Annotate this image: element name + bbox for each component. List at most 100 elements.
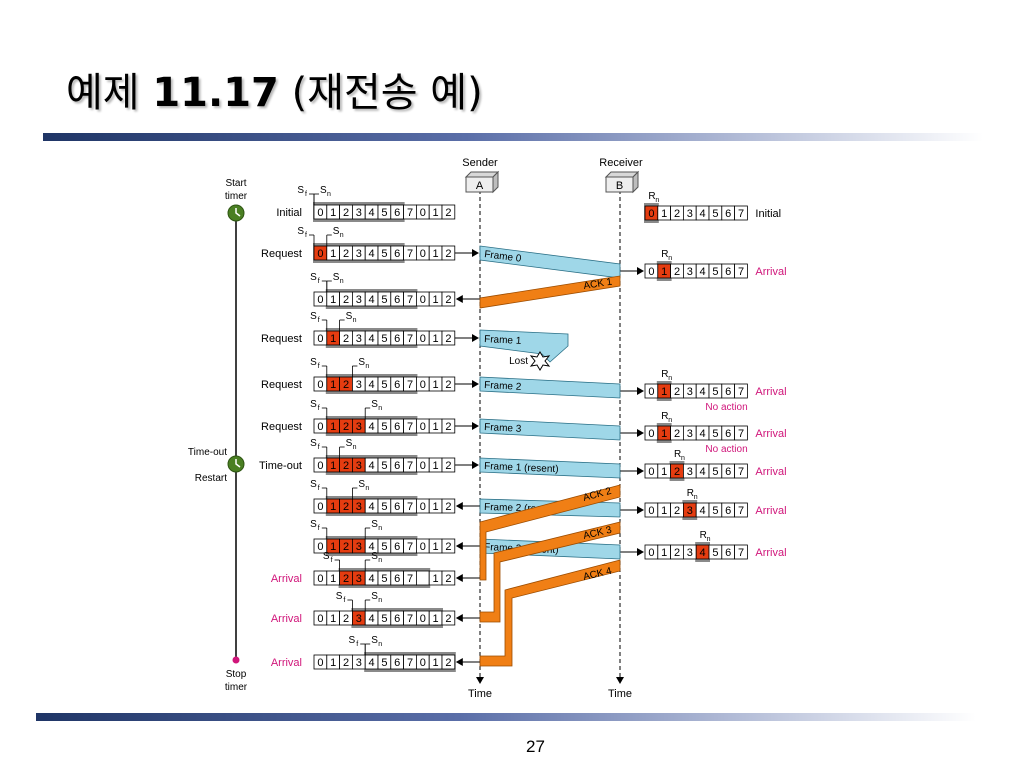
sender-window-8-cell-label: 6 bbox=[394, 501, 400, 513]
sender-window-11-sn-label: S bbox=[371, 591, 378, 602]
receiver-window-1-cell-label: 1 bbox=[661, 208, 667, 220]
receiver-window-7-rn-label: R bbox=[700, 530, 707, 541]
receiver-window-5-cell-label: 2 bbox=[674, 466, 680, 478]
start-timer-label-2: timer bbox=[225, 191, 248, 202]
sender-window-6-send-arrow bbox=[472, 422, 479, 430]
sender-window-2-cell-label: 0 bbox=[420, 248, 426, 260]
sender-window-9-cell bbox=[441, 538, 456, 554]
sender-window-10-cell-label: 6 bbox=[394, 573, 400, 585]
sender-window-7-cell-label: 0 bbox=[317, 460, 323, 472]
receiver-window-7-cell-label: 0 bbox=[648, 547, 654, 559]
sender-time-label: Time bbox=[468, 688, 492, 700]
sender-window-8-cell-label: 5 bbox=[381, 501, 387, 513]
sender-window-9-sf-sub: f bbox=[318, 525, 320, 532]
sender-window-5-cell-label: 4 bbox=[369, 379, 375, 391]
slide-title: 예제 11.17 (재전송 예) bbox=[66, 60, 483, 118]
receiver-window-5-rn-sub: n bbox=[681, 455, 685, 462]
sender-window-3-cell-label: 2 bbox=[343, 294, 349, 306]
sender-window-7-cell-label: 2 bbox=[445, 460, 451, 472]
sender-window-9-cell-label: 0 bbox=[317, 541, 323, 553]
sender-window-6-sn-sub: n bbox=[378, 405, 382, 412]
receiver-window-7-cell-label: 7 bbox=[738, 547, 744, 559]
sender-window-7-sf-label: S bbox=[310, 438, 317, 449]
sender-window-3-cell-label: 0 bbox=[420, 294, 426, 306]
sender-window-6-cell-label: 3 bbox=[356, 421, 362, 433]
receiver-window-7-cell-label: 4 bbox=[700, 547, 706, 559]
restart-clock-hands bbox=[235, 459, 241, 468]
sender-window-12-cell-label: 6 bbox=[394, 657, 400, 669]
sender-window-8-sn-label: S bbox=[358, 479, 365, 490]
sender-window-1-cell-label: 1 bbox=[433, 207, 439, 219]
sender-window-4-sn-sub: n bbox=[353, 317, 357, 324]
stop-timer-label: Stop bbox=[226, 669, 247, 680]
sender-window-3-sf-sub: f bbox=[318, 278, 320, 285]
receiver-window-1-cell-label: 0 bbox=[648, 208, 654, 220]
ack-band-1-label: ACK 1 bbox=[583, 277, 614, 292]
sender-window-2-cell-label: 1 bbox=[330, 248, 336, 260]
sender-window-9-cell-label: 2 bbox=[445, 541, 451, 553]
receiver-window-3-cell-label: 4 bbox=[700, 386, 706, 398]
receiver-window-7-cell-label: 1 bbox=[661, 547, 667, 559]
sender-window-5-sn-sub: n bbox=[365, 363, 369, 370]
sender-window-7-sf-sub: f bbox=[318, 444, 320, 451]
receiver-time-label: Time bbox=[608, 688, 632, 700]
sender-window-10-sf-label: S bbox=[323, 551, 330, 562]
sender-window-1-cell bbox=[441, 204, 456, 220]
receiver-window-2-in-arrow bbox=[637, 267, 644, 275]
sender-window-4-cell-label: 0 bbox=[420, 333, 426, 345]
receiver-window-3-cell-label: 5 bbox=[712, 386, 718, 398]
receiver-window-2-rn-label: R bbox=[661, 249, 668, 260]
sender-window-12-cell-label: 1 bbox=[330, 657, 336, 669]
receiver-window-7-label: Arrival bbox=[755, 547, 786, 559]
sender-window-3-recv-arrow bbox=[455, 295, 463, 303]
receiver-window-5-cell-label: 1 bbox=[661, 466, 667, 478]
sender-window-2-cell-label: 7 bbox=[407, 248, 413, 260]
sender-window-11-sn-sub: n bbox=[378, 597, 382, 604]
receiver-box-label: B bbox=[616, 180, 623, 192]
receiver-window-7-in-arrow bbox=[637, 548, 644, 556]
receiver-window-2-cell-label: 1 bbox=[661, 266, 667, 278]
sender-window-9-recv-arrow bbox=[455, 542, 463, 550]
frame-band-2-label: Frame 1 bbox=[484, 334, 522, 347]
sender-window-2-cell-label: 6 bbox=[394, 248, 400, 260]
receiver-window-3-cell-label: 1 bbox=[661, 386, 667, 398]
sender-window-9-sf-label: S bbox=[310, 519, 317, 530]
receiver-window-3-cell-label: 6 bbox=[725, 386, 731, 398]
sender-window-7-send-arrow bbox=[472, 461, 479, 469]
sender-window-7-cell-label: 1 bbox=[433, 460, 439, 472]
sender-window-5-cell-label: 0 bbox=[317, 379, 323, 391]
receiver-window-2-cell-label: 5 bbox=[712, 266, 718, 278]
title-suffix: (재전송 예) bbox=[278, 70, 483, 116]
sender-window-11-recv-arrow bbox=[455, 614, 463, 622]
sender-window-11-cell-label: 0 bbox=[420, 613, 426, 625]
sender-window-2-cell-label: 3 bbox=[356, 248, 362, 260]
receiver-window-3-cell bbox=[734, 383, 748, 399]
sender-window-4-cell-label: 0 bbox=[317, 333, 323, 345]
sender-window-8-cell-label: 1 bbox=[433, 501, 439, 513]
sender-window-11-cell-label: 0 bbox=[317, 613, 323, 625]
sender-window-11-cell-label: 4 bbox=[369, 613, 375, 625]
stop-timer-label-2: timer bbox=[225, 682, 248, 693]
sender-window-12-cell-label: 0 bbox=[420, 657, 426, 669]
receiver-window-3-label: Arrival bbox=[755, 386, 786, 398]
sender-window-8-cell-label: 2 bbox=[445, 501, 451, 513]
sender-window-8-sf-label: S bbox=[310, 479, 317, 490]
sender-window-12-cell-label: 2 bbox=[445, 657, 451, 669]
receiver-window-4-cell-label: 2 bbox=[674, 428, 680, 440]
sender-window-6-cell-label: 2 bbox=[445, 421, 451, 433]
sender-window-2-cell-label: 4 bbox=[369, 248, 375, 260]
sender-window-3-cell-label: 2 bbox=[445, 294, 451, 306]
receiver-window-5-cell-label: 0 bbox=[648, 466, 654, 478]
receiver-window-5-cell bbox=[734, 463, 748, 479]
receiver-time-arrow bbox=[616, 677, 624, 684]
sender-window-12-sn-label: S bbox=[371, 635, 378, 646]
sender-window-8-recv-arrow bbox=[455, 502, 463, 510]
receiver-window-4-in-arrow bbox=[637, 429, 644, 437]
receiver-window-3-cell-label: 0 bbox=[648, 386, 654, 398]
